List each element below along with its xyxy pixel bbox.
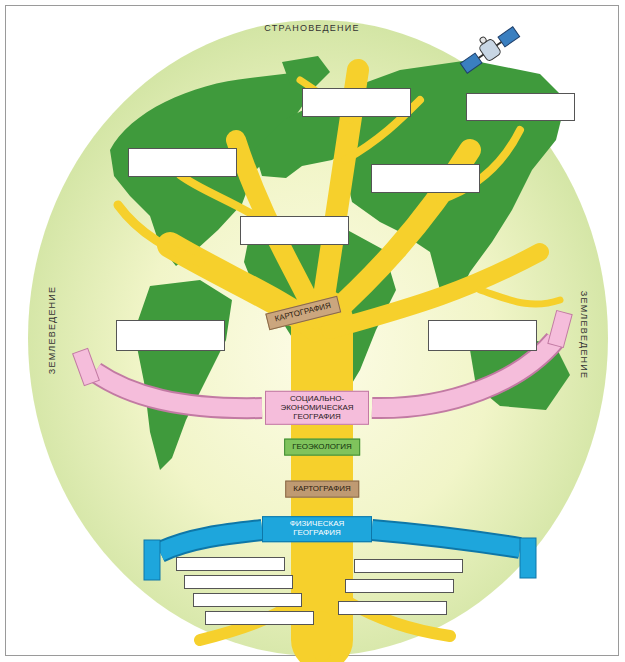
socio-economic-ribbon: СОЦИАЛЬНО-ЭКОНОМИЧЕСКАЯ ГЕОГРАФИЯ [265, 391, 369, 425]
blank-box [117, 89, 575, 625]
ribbon-text: ФИЗИЧЕСКАЯ ГЕОГРАФИЯ [270, 520, 364, 538]
ribbon-text: ГЕОЭКОЛОГИЯ [292, 443, 352, 452]
region-label: ЗЕМЛЕВЕДЕНИЕ [579, 291, 589, 379]
cartography-ribbon: КАРТОГРАФИЯ [265, 296, 340, 330]
cartography-ribbon: КАРТОГРАФИЯ [285, 481, 359, 498]
frame [6, 6, 619, 656]
ribbon-text: СОЦИАЛЬНО-ЭКОНОМИЧЕСКАЯ ГЕОГРАФИЯ [273, 395, 361, 421]
ribbon-text: КАРТОГРАФИЯ [293, 485, 351, 494]
geoecology-ribbon: ГЕОЭКОЛОГИЯ [284, 439, 360, 456]
satellite-icon [455, 19, 521, 75]
region-label: СТРАНОВЕДЕНИЕ [264, 23, 359, 33]
physical-geography-ribbon: ФИЗИЧЕСКАЯ ГЕОГРАФИЯ [262, 516, 372, 542]
ribbon-text: КАРТОГРАФИЯ [274, 302, 332, 324]
tree [118, 70, 560, 652]
region-label: ЗЕМЛЕВЕДЕНИЕ [47, 286, 57, 374]
globe-ground [28, 20, 608, 656]
